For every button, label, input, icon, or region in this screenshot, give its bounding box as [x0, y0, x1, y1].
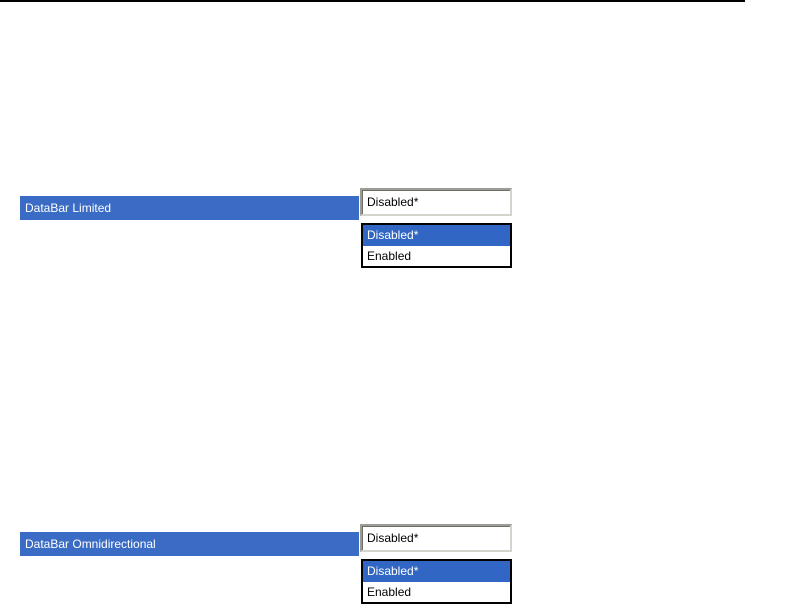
- dropdown-option-disabled[interactable]: Disabled*: [363, 561, 510, 582]
- databar-omnidirectional-combobox[interactable]: Disabled*: [360, 524, 512, 552]
- setting-label-databar-limited: DataBar Limited: [20, 196, 359, 220]
- page-top-rule: [0, 0, 745, 2]
- databar-limited-combobox[interactable]: Disabled*: [360, 188, 512, 216]
- databar-omnidirectional-combobox-value: Disabled*: [367, 531, 419, 545]
- dropdown-option-disabled[interactable]: Disabled*: [363, 225, 510, 246]
- databar-omnidirectional-dropdown-list[interactable]: Disabled* Enabled: [361, 559, 512, 604]
- setting-label-databar-omnidirectional: DataBar Omnidirectional: [20, 532, 359, 556]
- dropdown-option-enabled[interactable]: Enabled: [363, 581, 510, 602]
- databar-limited-dropdown-list[interactable]: Disabled* Enabled: [361, 223, 512, 268]
- databar-limited-combobox-value: Disabled*: [367, 195, 419, 209]
- dropdown-option-enabled[interactable]: Enabled: [363, 245, 510, 266]
